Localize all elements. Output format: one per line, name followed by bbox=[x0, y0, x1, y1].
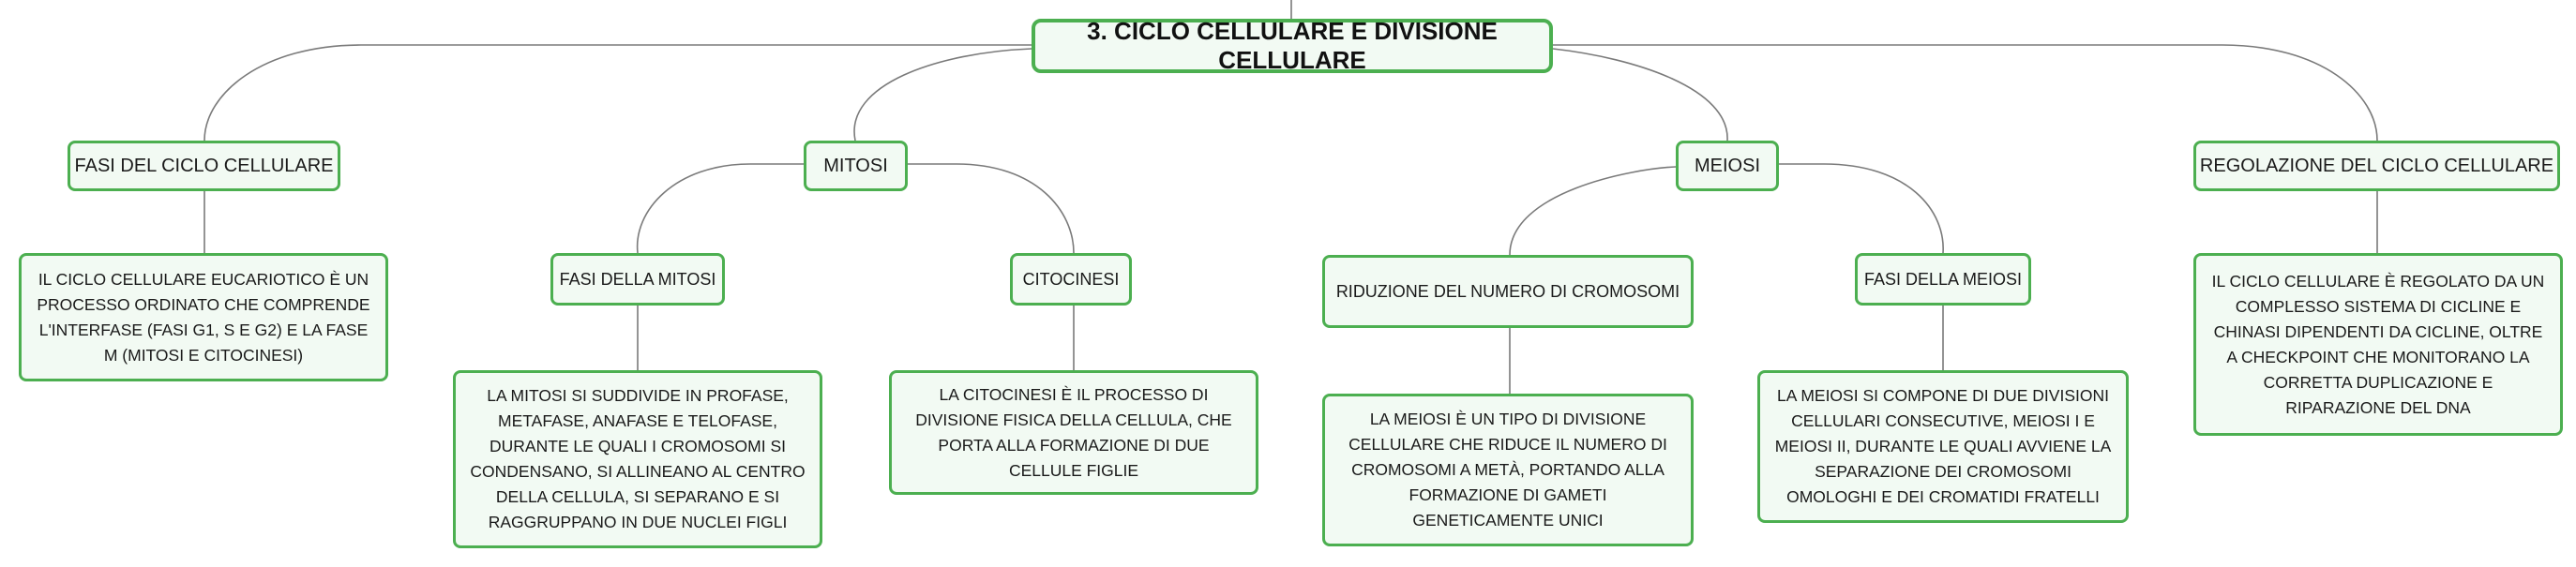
desc-text: LA MEIOSI È UN TIPO DI DIVISIONE CELLULA… bbox=[1348, 410, 1667, 530]
subtopic-citocinesi[interactable]: CITOCINESI bbox=[1010, 253, 1132, 306]
desc-text: LA CITOCINESI È IL PROCESSO DI DIVISIONE… bbox=[915, 384, 1232, 480]
subtopic-label: FASI DELLA MEIOSI bbox=[1863, 269, 2023, 289]
desc-text: LA MITOSI SI SUDDIVIDE IN PROFASE, METAF… bbox=[470, 386, 806, 531]
subtopic-label: FASI DELLA MITOSI bbox=[559, 269, 716, 289]
root-topic-node[interactable]: 3. CICLO CELLULARE E DIVISIONE CELLULARE bbox=[1032, 17, 1553, 74]
topic-label: FASI DEL CICLO CELLULARE bbox=[74, 155, 334, 176]
desc-fasi-della-mitosi[interactable]: LA MITOSI SI SUDDIVIDE IN PROFASE, METAF… bbox=[453, 370, 822, 548]
desc-regolazione-ciclo-cellulare[interactable]: IL CICLO CELLULARE È REGOLATO DA UN COMP… bbox=[2193, 253, 2563, 436]
desc-text: IL CICLO CELLULARE EUCARIOTICO È UN PROC… bbox=[37, 269, 370, 365]
topic-label: REGOLAZIONE DEL CICLO CELLULARE bbox=[2199, 155, 2554, 176]
subtopic-label: CITOCINESI bbox=[1022, 269, 1120, 289]
subtopic-fasi-della-mitosi[interactable]: FASI DELLA MITOSI bbox=[550, 253, 725, 306]
topic-label: MITOSI bbox=[823, 155, 888, 176]
topic-regolazione-ciclo-cellulare[interactable]: REGOLAZIONE DEL CICLO CELLULARE bbox=[2193, 141, 2560, 191]
subtopic-fasi-della-meiosi[interactable]: FASI DELLA MEIOSI bbox=[1855, 253, 2031, 306]
subtopic-label: RIDUZIONE DEL NUMERO DI CROMOSOMI bbox=[1335, 281, 1680, 301]
desc-fasi-della-meiosi[interactable]: LA MEIOSI SI COMPONE DI DUE DIVISIONI CE… bbox=[1757, 370, 2129, 523]
topic-fasi-ciclo-cellulare[interactable]: FASI DEL CICLO CELLULARE bbox=[68, 141, 340, 191]
desc-text: IL CICLO CELLULARE È REGOLATO DA UN COMP… bbox=[2211, 271, 2545, 417]
root-topic-title: 3. CICLO CELLULARE E DIVISIONE CELLULARE bbox=[1087, 17, 1498, 74]
topic-mitosi[interactable]: MITOSI bbox=[804, 141, 908, 191]
subtopic-riduzione-numero-cromosomi[interactable]: RIDUZIONE DEL NUMERO DI CROMOSOMI bbox=[1322, 255, 1694, 328]
desc-fasi-ciclo-cellulare[interactable]: IL CICLO CELLULARE EUCARIOTICO È UN PROC… bbox=[19, 253, 388, 381]
topic-meiosi[interactable]: MEIOSI bbox=[1676, 141, 1779, 191]
desc-riduzione-numero-cromosomi[interactable]: LA MEIOSI È UN TIPO DI DIVISIONE CELLULA… bbox=[1322, 394, 1694, 546]
desc-text: LA MEIOSI SI COMPONE DI DUE DIVISIONI CE… bbox=[1774, 386, 2112, 506]
topic-label: MEIOSI bbox=[1694, 155, 1760, 176]
desc-citocinesi[interactable]: LA CITOCINESI È IL PROCESSO DI DIVISIONE… bbox=[889, 370, 1258, 495]
